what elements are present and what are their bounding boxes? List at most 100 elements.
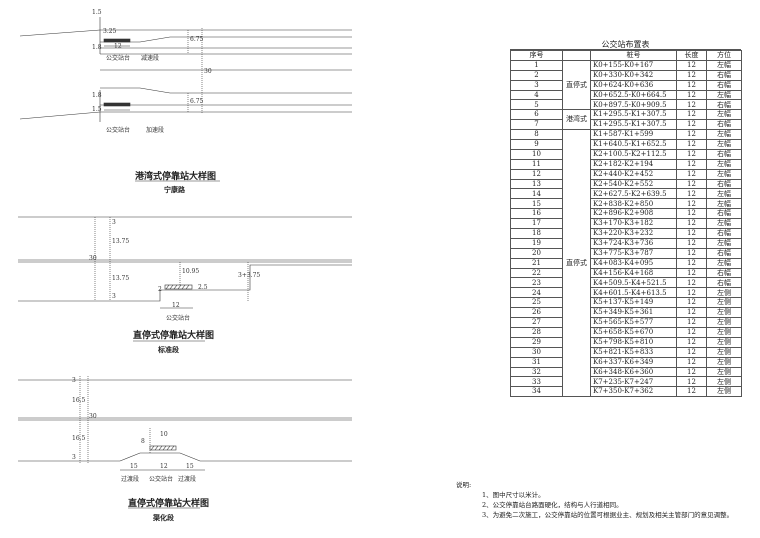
table-cell: K2+838-K2+850 xyxy=(590,198,677,210)
table-cell: 16 xyxy=(510,208,563,220)
header-cell: 方位 xyxy=(706,50,742,61)
table-cell: 20 xyxy=(510,247,563,259)
table-cell: K3+170-K3+182 xyxy=(590,218,677,230)
table-cell: 12 xyxy=(676,257,707,269)
table-cell: 3 xyxy=(510,79,563,91)
table-cell: 12 xyxy=(676,277,707,289)
notes: 说明: 1、图中尺寸以米计。 2、公交停靠站台路面硬化，结构与人行道相同。 3、… xyxy=(456,480,733,520)
table-cell: 12 xyxy=(676,346,707,358)
table-cell: 左侧 xyxy=(706,366,742,378)
table-cell: 27 xyxy=(510,317,563,328)
table-cell: 左幅 xyxy=(706,59,742,71)
table-caption: 公交站布置表 xyxy=(510,39,741,50)
table-cell: 左幅 xyxy=(706,158,742,170)
table-cell: 12 xyxy=(676,307,707,319)
table-cell: K6+348-K6+360 xyxy=(590,366,677,378)
table-cell: 左幅 xyxy=(706,198,742,210)
table-cell: 12 xyxy=(676,218,707,230)
drawing3-lines xyxy=(18,376,352,471)
notes-heading: 说明: xyxy=(456,481,472,489)
table-cell: 12 xyxy=(676,366,707,378)
dim-label: 3 xyxy=(72,454,76,461)
table-cell: K1+640.5-K1+652.5 xyxy=(590,139,677,150)
dim-label: 6.75 xyxy=(190,98,204,105)
table-cell: K2+627.5-K2+639.5 xyxy=(590,188,677,200)
table-cell: K0+155-K0+167 xyxy=(590,59,677,71)
table-cell: 12 xyxy=(676,356,707,368)
table-cell: 左侧 xyxy=(706,326,742,338)
table-cell: 19 xyxy=(510,237,563,249)
group-label-cell: 直停式 xyxy=(562,59,591,111)
table-cell: 30 xyxy=(510,346,563,358)
table-cell: 15 xyxy=(510,198,563,210)
table-cell: 22 xyxy=(510,267,563,279)
table-cell: 12 xyxy=(676,168,707,180)
table-cell: 29 xyxy=(510,336,563,348)
table-cell: 12 xyxy=(676,237,707,249)
table-cell: 12 xyxy=(676,208,707,220)
table-cell: 12 xyxy=(676,59,707,71)
table-cell: 12 xyxy=(676,326,707,338)
note-item: 2、公交停靠站台路面硬化，结构与人行道相同。 xyxy=(482,501,623,509)
table-cell: 28 xyxy=(510,326,563,338)
platform-label: 公交站台 xyxy=(149,476,174,483)
table-cell: K5+349-K5+361 xyxy=(590,307,677,319)
table-cell: K5+798-K5+810 xyxy=(590,336,677,348)
table-cell: 12 xyxy=(676,148,707,160)
table-cell: 12 xyxy=(676,69,707,81)
table-cell: 左幅 xyxy=(706,188,742,200)
table-cell: 23 xyxy=(510,277,563,289)
dim-label: 6.75 xyxy=(190,36,204,43)
dim-label: 1.5 xyxy=(92,106,102,113)
table-cell: 12 xyxy=(676,317,707,328)
table-cell: 左侧 xyxy=(706,376,742,388)
table-cell: K2+540-K2+552 xyxy=(590,178,677,190)
table-cell: 12 xyxy=(676,228,707,239)
platform-label: 公交站台 xyxy=(166,315,191,322)
dim-label: 3 xyxy=(112,293,116,300)
drawing1-lines xyxy=(19,17,352,122)
table-cell: 左侧 xyxy=(706,287,742,299)
table-cell: 左幅 xyxy=(706,257,742,269)
table-cell: K5+821-K5+833 xyxy=(590,346,677,358)
table-cell: K5+658-K5+670 xyxy=(590,326,677,338)
table-cell: 26 xyxy=(510,307,563,319)
table-cell: 24 xyxy=(510,287,563,299)
dim-label: 30 xyxy=(89,413,97,420)
header-cell xyxy=(562,50,591,61)
dim-label: 15 xyxy=(130,463,138,470)
table-cell: 左侧 xyxy=(706,307,742,319)
table-cell: 右幅 xyxy=(706,208,742,220)
table-cell: 6 xyxy=(510,109,563,121)
table-cell: K1+587-K1+599 xyxy=(590,129,677,141)
table-cell: 12 xyxy=(676,139,707,150)
table-cell: 12 xyxy=(676,119,707,131)
dim-label: 15 xyxy=(186,463,194,470)
drawing1-subtitle: 宁康路 xyxy=(164,185,185,194)
table-header-row: 序号 桩号 长度 方位 xyxy=(510,50,742,61)
table-cell: 12 xyxy=(676,287,707,299)
header-cell: 序号 xyxy=(510,50,563,61)
table-cell: 12 xyxy=(676,336,707,348)
table-cell: 12 xyxy=(676,198,707,210)
platform-label: 公交站台 xyxy=(106,127,131,134)
table-cell: 12 xyxy=(676,178,707,190)
header-cell: 桩号 xyxy=(590,50,677,61)
table-cell: K0+330-K0+342 xyxy=(590,69,677,81)
